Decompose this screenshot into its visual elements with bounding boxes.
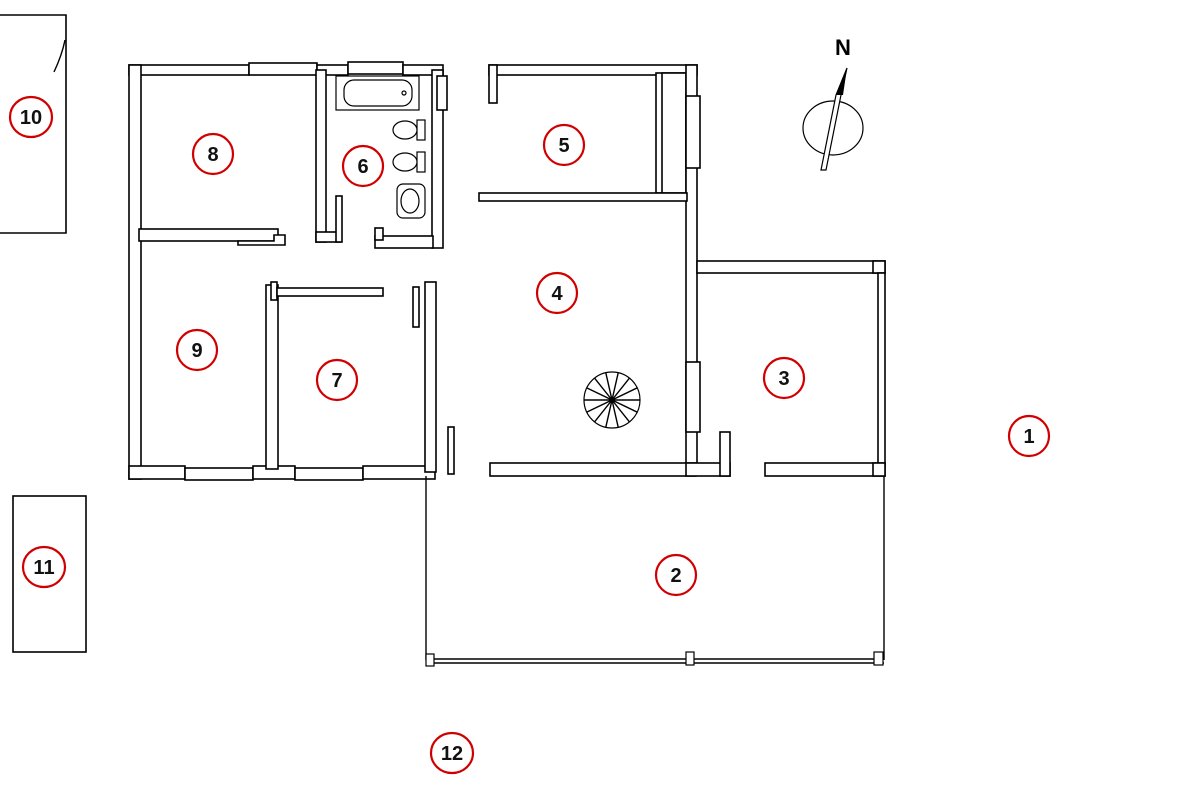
room-label-text: 7 (331, 370, 342, 392)
central-wing-walls (478, 64, 731, 477)
room-label-12: 12 (429, 731, 475, 775)
west-wing-walls (128, 61, 455, 481)
bathtub-icon (335, 75, 420, 111)
room-label-ring (341, 144, 385, 188)
stair-step (593, 377, 613, 401)
room-label-text: 6 (357, 156, 368, 178)
outbuilding-10 (0, 14, 67, 234)
room-label-11: 11 (21, 545, 67, 589)
stair-step (593, 399, 613, 423)
stair-step (611, 377, 631, 401)
room-label-text: 4 (551, 283, 563, 305)
room-label-ring (8, 95, 54, 139)
room-label-4: 4 (535, 271, 579, 315)
stair-step (611, 399, 631, 423)
room-label-ring (1007, 414, 1051, 458)
stair-step (586, 387, 613, 401)
room-label-3: 3 (762, 356, 806, 400)
bidet-icon (392, 151, 426, 173)
room-label-text: 12 (441, 743, 463, 765)
north-arrow-icon (820, 67, 848, 171)
room-label-ring (21, 545, 67, 589)
room-label-ring (315, 358, 359, 402)
room-label-ring (191, 132, 235, 176)
stair-step (611, 399, 619, 428)
stair-step (605, 372, 613, 401)
north-label: N (835, 35, 851, 60)
room-label-ring (535, 271, 579, 315)
stair-step (611, 399, 638, 413)
room-label-ring (175, 328, 219, 372)
stair-step (611, 372, 619, 401)
room-label-7: 7 (315, 358, 359, 402)
bathroom-fixtures (335, 75, 426, 219)
room-label-text: 1 (1023, 426, 1034, 448)
room-label-text: 10 (20, 107, 42, 129)
room-label-10: 10 (8, 95, 54, 139)
stair-step (605, 399, 613, 428)
terrace-outline (425, 476, 885, 667)
room-label-ring (762, 356, 806, 400)
room-label-text: 2 (670, 565, 681, 587)
room-label-2: 2 (654, 553, 698, 597)
room-label-1: 1 (1007, 414, 1051, 458)
sink-icon (396, 183, 426, 219)
room-label-ring (542, 123, 586, 167)
room-label-text: 9 (191, 340, 202, 362)
room-label-9: 9 (175, 328, 219, 372)
room-label-8: 8 (191, 132, 235, 176)
stair-step (611, 387, 638, 401)
stair-core (609, 397, 615, 403)
room-label-text: 8 (207, 144, 218, 166)
stair-step (586, 399, 613, 413)
east-wing-walls (696, 260, 886, 477)
room-label-ring (654, 553, 698, 597)
room-label-ring (429, 731, 475, 775)
room-label-text: 11 (33, 557, 54, 579)
room-label-text: 3 (778, 368, 789, 390)
room-label-text: 5 (558, 135, 569, 157)
north-indicator: N (802, 35, 864, 171)
toilet-icon (392, 119, 426, 141)
outbuilding-11 (12, 495, 87, 653)
spiral-staircase-icon (583, 371, 641, 429)
room-label-5: 5 (542, 123, 586, 167)
room-label-6: 6 (341, 144, 385, 188)
